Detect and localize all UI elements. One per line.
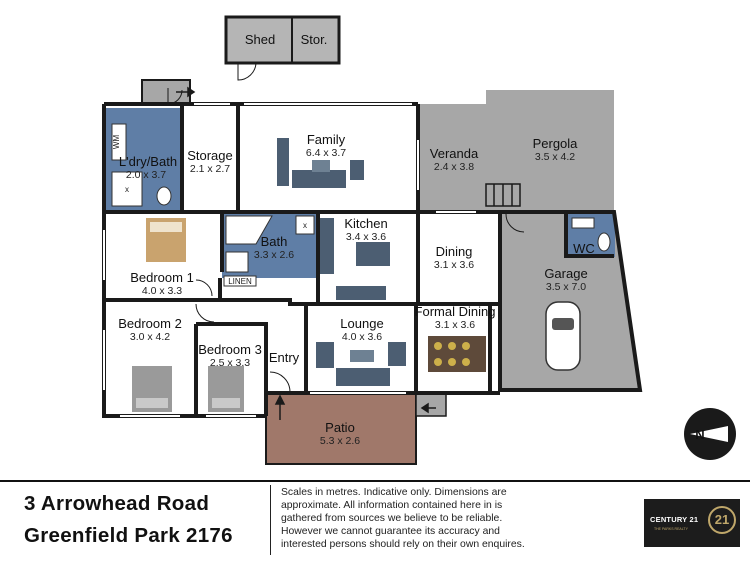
shed-building [224,15,341,81]
room-name-shed: Shed [245,32,275,47]
linen-cupboard [223,275,257,287]
room-dims-garage: 3.5 x 7.0 [546,281,586,293]
windows [103,103,476,417]
entry-arrows [176,86,436,420]
room-name-entry: Entry [269,350,300,365]
floor-plan: WM x x LINEN Shed Stor. L'dry/Bath 2.0 x… [102,15,736,465]
formal-dining-table [428,336,486,372]
room-name-patio: Patio [325,420,355,435]
room-name-family: Family [307,132,346,147]
room-name-storage: Storage [187,148,233,163]
car [545,301,581,371]
room-name-lounge: Lounge [340,316,383,331]
room-dims-laundry-bath: 2.0 x 3.7 [126,169,166,181]
room-name-bath: Bath [261,234,288,249]
bath-x-mark: x [303,221,307,230]
room-dims-kitchen: 3.4 x 3.6 [346,231,386,243]
room-dims-dining: 3.1 x 3.6 [434,259,474,271]
room-dims-patio: 5.3 x 2.6 [320,435,360,447]
family-sofa-set [277,138,364,188]
compass-north-label: N [695,427,704,442]
shower-x-mark: x [125,185,129,194]
logo-brand: CENTURY 21 [650,515,699,524]
logo-seal-icon: 21 [708,506,736,534]
patio-area [265,392,417,465]
room-dims-storage: 2.1 x 2.7 [190,163,230,175]
room-name-bedroom-2: Bedroom 2 [118,316,182,331]
side-step [415,393,447,417]
lounge-sofa-set [316,342,406,386]
logo-tagline: THE PARKS REALTY [654,527,688,531]
kitchen-side-bench [320,218,334,274]
footer-rule [0,480,750,482]
washing-machine-label: WM [112,135,121,150]
room-name-bedroom-1: Bedroom 1 [130,270,194,285]
room-name-veranda: Veranda [430,146,479,161]
veranda-area [418,104,490,214]
room-dims-bedroom-2: 3.0 x 4.2 [130,331,170,343]
room-name-garage: Garage [544,266,587,281]
room-name-formal-dining: Formal Dining [415,304,496,319]
bed-1 [146,218,186,262]
car-windshield [552,318,574,330]
bed-2 [132,366,172,412]
disclaimer-text: Scales in metres. Indicative only. Dimen… [281,487,525,550]
kitchen-bench [336,286,386,300]
laundry-fixtures: WM x [111,123,172,207]
agency-logo: CENTURY 21 THE PARKS REALTY 21 [644,499,740,547]
room-dims-family: 6.4 x 3.7 [306,147,346,159]
room-dims-pergola: 3.5 x 4.2 [535,151,575,163]
north-compass-icon: N [684,408,736,460]
footer-divider [270,485,271,555]
room-dims-bedroom-1: 4.0 x 3.3 [142,285,182,297]
wc-fixtures [571,217,611,252]
pergola-area [486,90,614,212]
footer: 3 Arrowhead Road Greenfield Park 2176 Sc… [0,480,750,563]
room-name-laundry-bath: L'dry/Bath [119,154,177,169]
room-name-kitchen: Kitchen [344,216,387,231]
linen-label: LINEN [228,277,252,286]
room-name-pergola: Pergola [533,136,579,151]
room-dims-lounge: 4.0 x 3.6 [342,331,382,343]
room-name-wc: WC [573,241,595,256]
room-dims-veranda: 2.4 x 3.8 [434,161,474,173]
kitchen-island [356,242,390,266]
room-name-bedroom-3: Bedroom 3 [198,342,262,357]
address-line-2: Greenfield Park 2176 [24,524,233,547]
room-dims-bath: 3.3 x 2.6 [254,249,294,261]
bed-3 [208,366,244,412]
address-line-1: 3 Arrowhead Road [24,492,210,515]
room-name-dining: Dining [436,244,473,259]
room-dims-bedroom-3: 2.5 x 3.3 [210,357,250,369]
bath-fixtures: x [225,215,315,273]
room-dims-formal-dining: 3.1 x 3.6 [435,319,475,331]
room-name-storage-outdoor: Stor. [301,32,328,47]
stairs [485,183,521,207]
property-address: 3 Arrowhead Road Greenfield Park 2176 [24,488,264,552]
